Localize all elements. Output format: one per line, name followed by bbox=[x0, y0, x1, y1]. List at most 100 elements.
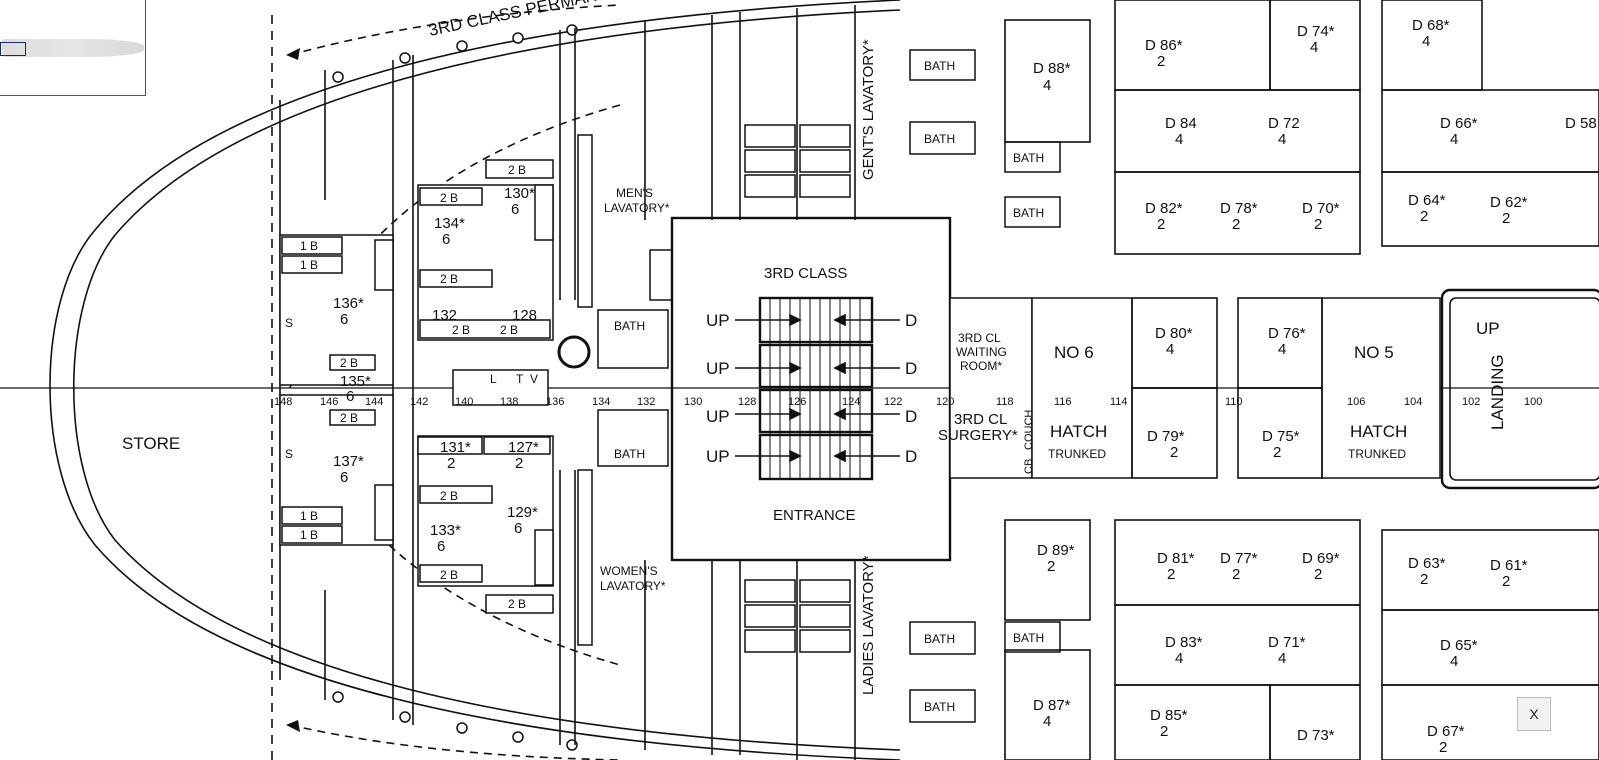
plan-label: UP bbox=[706, 359, 730, 378]
plan-label: 110 bbox=[1225, 396, 1243, 408]
plan-label: D 65* bbox=[1440, 637, 1478, 654]
plan-label: 2 B bbox=[452, 323, 470, 337]
close-button[interactable]: X bbox=[1517, 697, 1551, 731]
plan-label: 1 B bbox=[300, 509, 318, 523]
plan-label: SURGERY* bbox=[938, 427, 1018, 444]
plan-label: BATH bbox=[614, 447, 645, 461]
stair-arrows bbox=[735, 313, 900, 463]
womens-lavatory-label-2: LAVATORY* bbox=[600, 579, 666, 593]
plan-label: 4 bbox=[1450, 653, 1458, 670]
plan-label: D 64* bbox=[1408, 192, 1446, 209]
plan-label: 2 bbox=[1502, 573, 1510, 590]
plan-label: 4 bbox=[1175, 650, 1183, 667]
plan-label: 100 bbox=[1524, 396, 1542, 408]
arrowhead-top bbox=[286, 48, 300, 60]
dashed-arc bbox=[289, 104, 621, 666]
plan-label: 134* bbox=[434, 215, 465, 232]
plan-label: BATH bbox=[924, 132, 955, 146]
plan-label: 2 bbox=[515, 455, 523, 472]
plan-label: D 75* bbox=[1262, 428, 1300, 445]
plan-label: D 67* bbox=[1427, 723, 1465, 740]
plan-label: 6 bbox=[340, 311, 348, 328]
plan-label: 130 bbox=[684, 396, 702, 408]
plan-label: D 77* bbox=[1220, 550, 1258, 567]
plan-label: 4 bbox=[1278, 341, 1286, 358]
plan-label: UP bbox=[706, 447, 730, 466]
plan-label: 4 bbox=[1175, 131, 1183, 148]
plan-label: 6 bbox=[346, 388, 354, 405]
plan-label: 2 B bbox=[508, 163, 526, 177]
landing: UP LANDING bbox=[1440, 288, 1599, 490]
plan-label: D 79* bbox=[1147, 428, 1185, 445]
plan-label: BATH bbox=[924, 700, 955, 714]
plan-label: 114 bbox=[1110, 396, 1128, 408]
plan-label: 4 bbox=[1278, 650, 1286, 667]
plan-label: 2 bbox=[447, 455, 455, 472]
plan-label: 4 bbox=[1166, 341, 1174, 358]
plan-label: 1 B bbox=[300, 528, 318, 542]
plan-label: 128 bbox=[512, 307, 537, 324]
store-label: STORE bbox=[122, 434, 180, 453]
minimap[interactable] bbox=[0, 0, 146, 96]
plan-label: 6 bbox=[437, 538, 445, 555]
plan-label: 132 bbox=[432, 307, 457, 324]
plan-label: D 68* bbox=[1412, 17, 1450, 34]
bulkheads bbox=[279, 5, 856, 760]
plan-label: 140 bbox=[455, 396, 473, 408]
plan-label: T bbox=[516, 372, 524, 386]
d-cabin-labels: D 88*4 D 86*2 D 74*4 D 68*4 D 844 D 724 … bbox=[1033, 17, 1597, 756]
plan-label: ROOM* bbox=[960, 359, 1002, 373]
plan-label: 3RD CL bbox=[958, 331, 1001, 345]
entrance-label: ENTRANCE bbox=[773, 507, 856, 524]
plan-label: 2 B bbox=[500, 323, 518, 337]
plan-label: D 63* bbox=[1408, 555, 1446, 572]
plan-label: 2 B bbox=[340, 356, 358, 370]
plan-label: 6 bbox=[340, 469, 348, 486]
plan-label: D 61* bbox=[1490, 557, 1528, 574]
plan-label: 136 bbox=[546, 396, 564, 408]
plan-label: 120 bbox=[936, 396, 954, 408]
plan-label: TRUNKED bbox=[1348, 447, 1406, 461]
portholes bbox=[332, 24, 578, 751]
plan-label: 128 bbox=[738, 396, 756, 408]
plan-label: D bbox=[905, 359, 917, 378]
plan-label: D 74* bbox=[1297, 23, 1335, 40]
plan-label: UP bbox=[1476, 319, 1500, 338]
minimap-viewport[interactable] bbox=[0, 42, 26, 56]
plan-label: 133* bbox=[430, 522, 461, 539]
plan-label: 132 bbox=[637, 396, 655, 408]
plan-label: 2 bbox=[1170, 444, 1178, 461]
plan-label: D 87* bbox=[1033, 697, 1071, 714]
plan-label: 124 bbox=[842, 396, 860, 408]
plan-label: 142 bbox=[410, 396, 428, 408]
plan-label: TRUNKED bbox=[1048, 447, 1106, 461]
plan-label: 3RD CL bbox=[954, 411, 1007, 428]
plan-label: 2 bbox=[1420, 571, 1428, 588]
o-marker bbox=[557, 335, 591, 369]
plan-label: 1 B bbox=[300, 258, 318, 272]
plan-label: D 88* bbox=[1033, 60, 1071, 77]
plan-label: 2 B bbox=[440, 489, 458, 503]
plan-label: D 78* bbox=[1220, 200, 1258, 217]
mens-lavatory-label-2: LAVATORY* bbox=[604, 201, 670, 215]
plan-label: BATH bbox=[1013, 206, 1044, 220]
arrow-bottom bbox=[289, 724, 621, 760]
mens-lavatory-label: MEN'S bbox=[616, 186, 653, 200]
plan-label: V bbox=[530, 372, 538, 386]
plan-label: WAITING bbox=[956, 345, 1007, 359]
ladies-lavatory-label: LADIES LAVATORY* bbox=[860, 555, 877, 695]
plan-label: 122 bbox=[884, 396, 902, 408]
plan-label: 104 bbox=[1404, 396, 1422, 408]
arrowhead-bottom bbox=[286, 720, 300, 732]
berth-labels: 1 B1 B 1 B1 B 2 B2 B 2 B2 B 2 B2 B 2 B2 … bbox=[285, 163, 538, 611]
plan-label: BATH bbox=[1013, 151, 1044, 165]
plan-label: D 73* bbox=[1297, 727, 1335, 744]
plan-label: 146 bbox=[320, 396, 338, 408]
plan-label: D 80* bbox=[1155, 325, 1193, 342]
stair-treads bbox=[769, 298, 861, 479]
plan-label: D 72 bbox=[1268, 115, 1300, 132]
plan-label: 2 bbox=[1157, 216, 1165, 233]
